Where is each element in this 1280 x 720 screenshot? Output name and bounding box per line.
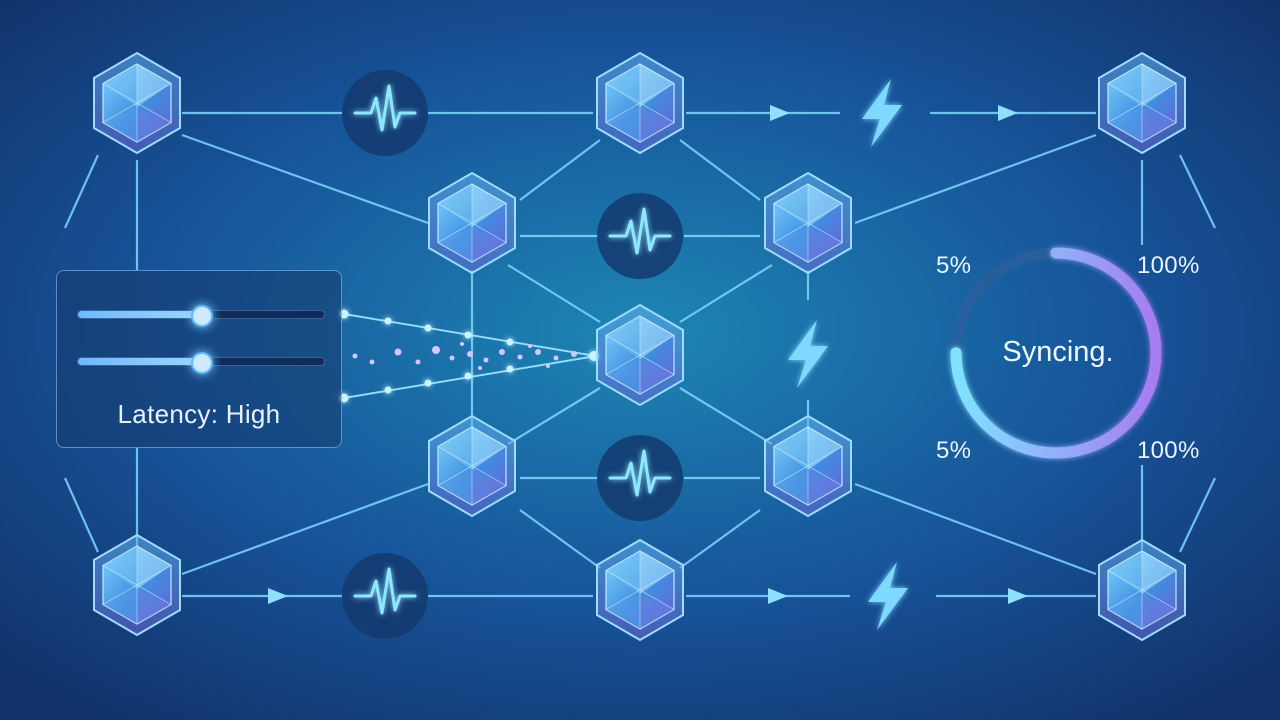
sync-gauge-ring — [950, 247, 1162, 459]
latency-control-panel: Latency: High — [56, 270, 342, 448]
gauge-progress-arc — [950, 247, 1162, 459]
gauge-min-label-top: 5% — [936, 252, 972, 279]
slider-fill — [78, 358, 201, 365]
network-links — [63, 111, 1216, 598]
gauge-min-label-bottom: 5% — [936, 437, 972, 464]
gauge-max-label-bottom: 100% — [1137, 437, 1200, 464]
heartbeat-pulse-icon — [597, 193, 683, 279]
latency-slider-2[interactable] — [77, 351, 325, 374]
slider-fill — [78, 311, 201, 318]
heartbeat-pulse-icon — [342, 70, 428, 156]
heartbeat-pulse-icon — [597, 435, 683, 521]
slider-thumb[interactable] — [191, 304, 213, 327]
slider-thumb[interactable] — [191, 351, 213, 374]
data-stream — [339, 309, 599, 403]
gauge-max-label-top: 100% — [1137, 252, 1200, 279]
latency-slider-1[interactable] — [77, 304, 325, 327]
heartbeat-pulse-icon — [342, 553, 428, 639]
latency-label: Latency: High — [117, 399, 281, 429]
sync-status: Syncing. — [1002, 336, 1114, 368]
